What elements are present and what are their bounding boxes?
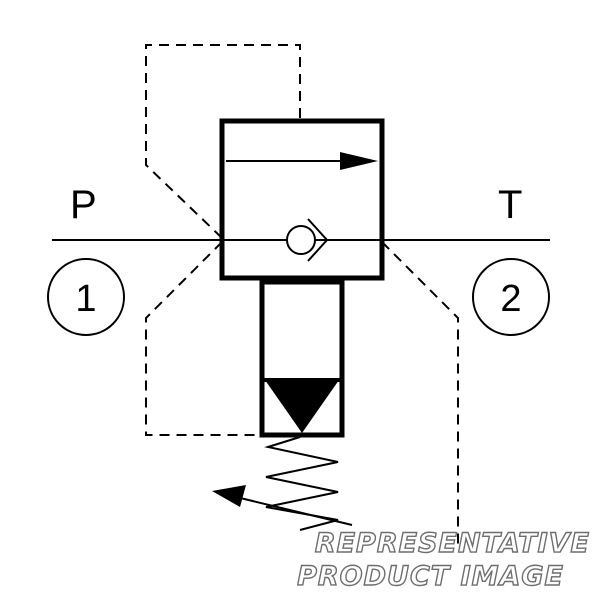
- watermark-line-2: PRODUCT IMAGE: [297, 561, 564, 592]
- port-label-t: T: [498, 183, 522, 227]
- spring: [264, 436, 339, 531]
- check-valve-ball: [286, 225, 316, 255]
- flow-arrow-head: [340, 152, 378, 170]
- port-circle-2: [472, 258, 550, 336]
- check-valve-seat: [307, 218, 329, 262]
- pilot-line-left: [145, 241, 262, 436]
- adjust-arrow-head: [212, 485, 246, 507]
- port-number-1: 1: [75, 278, 96, 320]
- port-circle-1: [47, 258, 125, 336]
- actuator-body: [259, 279, 345, 438]
- port-label-p: P: [70, 183, 97, 227]
- valve-envelope: [219, 118, 385, 281]
- pilot-line-right: [381, 241, 459, 550]
- watermark-line-1: REPRESENTATIVE: [315, 528, 590, 559]
- port-number-2: 2: [500, 278, 521, 320]
- actuator-triangle: [265, 380, 339, 433]
- pilot-line-top: [145, 44, 301, 239]
- pilot-lines: [145, 44, 459, 550]
- adjust-arrow-shaft: [235, 496, 353, 526]
